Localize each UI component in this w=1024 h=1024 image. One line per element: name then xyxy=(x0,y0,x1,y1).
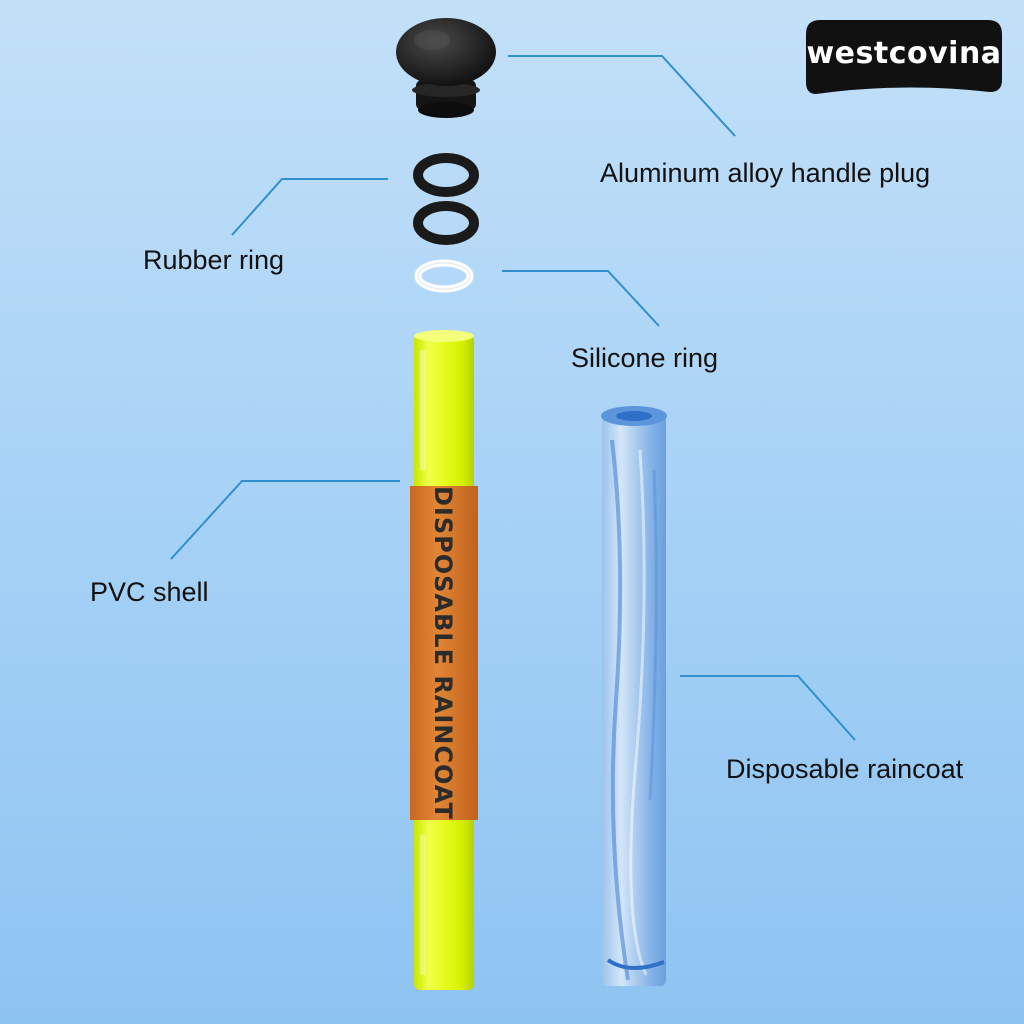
pvc-shell-tube-icon xyxy=(410,330,478,990)
rubber-ring-icon xyxy=(413,153,479,245)
leader-line-pvc-shell xyxy=(170,480,400,560)
callout-silicone-ring: Silicone ring xyxy=(571,343,719,373)
leader-line-silicone-ring xyxy=(502,270,660,327)
callout-rubber-ring: Rubber ring xyxy=(143,245,285,275)
callout-pvc-shell: PVC shell xyxy=(90,577,209,607)
raincoat-roll-icon xyxy=(601,406,667,986)
callout-raincoat: Disposable raincoat xyxy=(726,754,964,784)
silicone-ring-icon xyxy=(414,259,474,293)
brand-logo: westcovina xyxy=(806,20,1002,90)
logo-badge xyxy=(806,20,1002,94)
tube-label-text: DISPOSABLE RAINCOAT xyxy=(429,486,457,820)
brand-logo-text: westcovina xyxy=(806,36,1002,71)
handle-plug-icon xyxy=(396,18,496,118)
callout-handle-plug: Aluminum alloy handle plug xyxy=(600,158,931,188)
leader-line-rubber-ring xyxy=(231,178,388,236)
leader-line-raincoat xyxy=(680,675,856,741)
leader-line-handle-plug xyxy=(508,55,736,137)
leader-lines xyxy=(170,55,856,741)
